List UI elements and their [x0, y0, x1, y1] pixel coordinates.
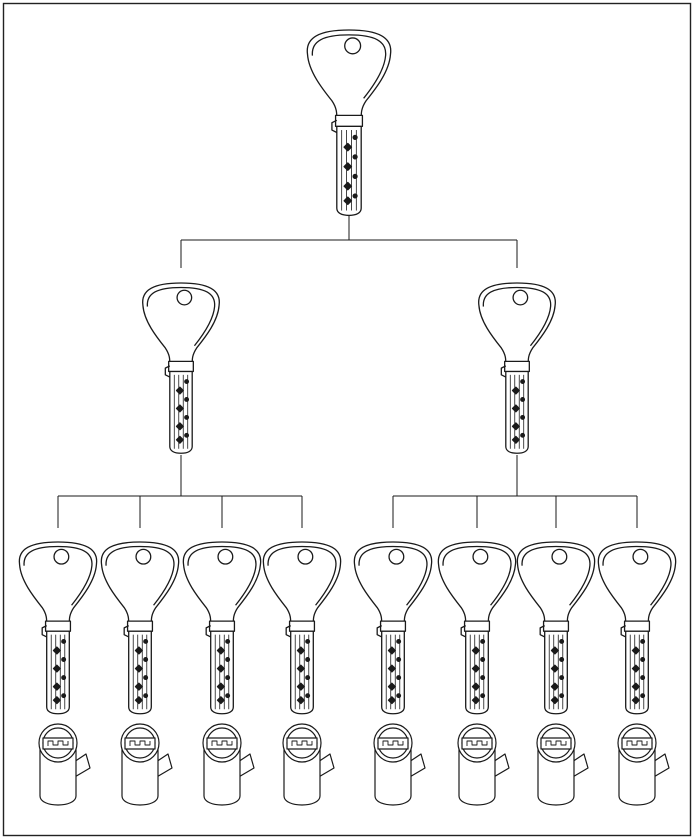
key-dimple [481, 694, 485, 698]
key-dimple [306, 658, 310, 662]
key-dimple [641, 694, 645, 698]
key-dimple [185, 380, 189, 384]
cylinder-8 [618, 724, 669, 805]
change-key-2 [101, 542, 178, 714]
key-dimple [481, 658, 485, 662]
hierarchy-connectors [58, 212, 637, 528]
key-dimple [185, 416, 189, 420]
key-hole [136, 549, 151, 564]
key-dimple [144, 694, 148, 698]
key-dimple [185, 434, 189, 438]
key-dimple [397, 676, 401, 680]
cylinder-3 [203, 724, 254, 805]
key-dimple [62, 676, 66, 680]
key-dimple [306, 676, 310, 680]
key-dimple [226, 640, 230, 644]
key-hole [177, 290, 192, 305]
key-dimple [306, 640, 310, 644]
key-hole [389, 549, 404, 564]
key-dimple [397, 658, 401, 662]
key-dimple [144, 658, 148, 662]
key-dimple [353, 194, 357, 198]
key-dimple [521, 434, 525, 438]
cylinder-4 [283, 724, 334, 805]
key-shoulder [381, 621, 406, 631]
key-dimple [226, 676, 230, 680]
key-hole [552, 549, 567, 564]
change-key-5 [354, 542, 431, 714]
key-hole [54, 549, 69, 564]
key-dimple [144, 676, 148, 680]
cylinder-6 [458, 724, 509, 805]
key-shoulder [544, 621, 569, 631]
key-dimple [560, 640, 564, 644]
keys-group [19, 30, 675, 714]
change-key-4 [263, 542, 340, 714]
key-dimple [62, 658, 66, 662]
key-hole [633, 549, 648, 564]
key-dimple [62, 694, 66, 698]
key-dimple [353, 135, 357, 139]
grand-master-key [307, 30, 390, 215]
key-dimple [353, 155, 357, 159]
key-dimple [353, 174, 357, 178]
change-key-7 [517, 542, 594, 714]
key-hole [298, 549, 313, 564]
key-shoulder [625, 621, 650, 631]
key-shoulder [128, 621, 153, 631]
key-hole [218, 549, 233, 564]
key-shoulder [169, 361, 194, 371]
key-dimple [144, 640, 148, 644]
key-dimple [185, 398, 189, 402]
key-dimple [641, 640, 645, 644]
change-key-3 [183, 542, 260, 714]
key-shoulder [336, 115, 363, 126]
cylinder-7 [537, 724, 588, 805]
key-dimple [521, 380, 525, 384]
key-dimple [306, 694, 310, 698]
key-dimple [226, 694, 230, 698]
key-dimple [560, 658, 564, 662]
cylinders-group [39, 724, 669, 805]
change-key-6 [438, 542, 515, 714]
key-dimple [481, 676, 485, 680]
key-dimple [521, 398, 525, 402]
key-dimple [62, 640, 66, 644]
key-dimple [226, 658, 230, 662]
key-dimple [560, 676, 564, 680]
key-dimple [397, 640, 401, 644]
key-hole [513, 290, 528, 305]
key-shoulder [210, 621, 235, 631]
key-dimple [560, 694, 564, 698]
key-dimple [641, 676, 645, 680]
key-dimple [481, 640, 485, 644]
key-dimple [397, 694, 401, 698]
key-shoulder [290, 621, 315, 631]
key-dimple [521, 416, 525, 420]
key-dimple [641, 658, 645, 662]
cylinder-5 [374, 724, 425, 805]
cylinder-2 [121, 724, 172, 805]
key-shoulder [46, 621, 71, 631]
key-hole [345, 38, 361, 54]
key-shoulder [465, 621, 490, 631]
master-key-1 [143, 283, 220, 453]
cylinder-1 [39, 724, 90, 805]
key-shoulder [505, 361, 530, 371]
key-hole [473, 549, 488, 564]
change-key-1 [19, 542, 96, 714]
change-key-8 [598, 542, 675, 714]
master-key-2 [479, 283, 556, 453]
